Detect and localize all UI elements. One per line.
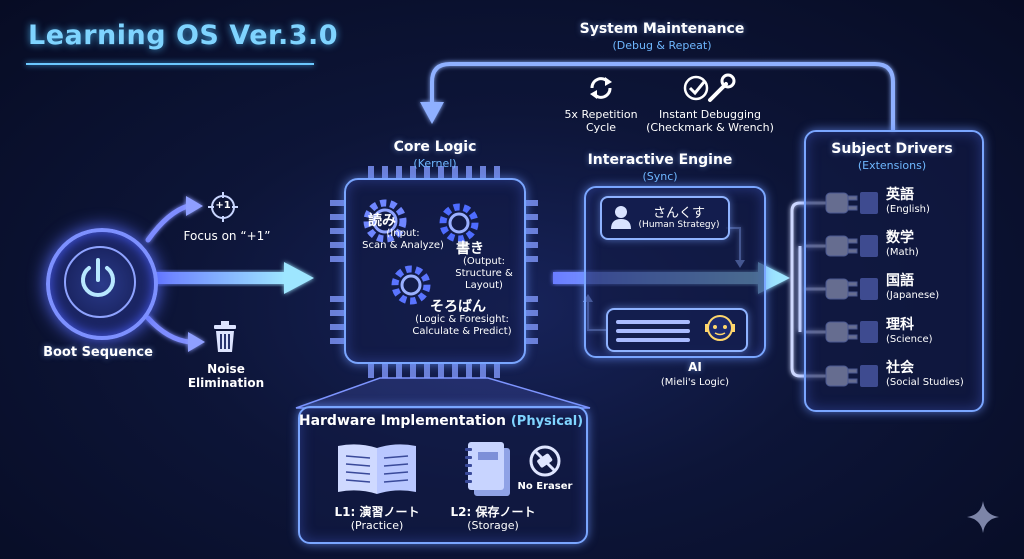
ai-bubble [606,308,748,352]
sparkle-watermark-icon [967,501,999,533]
checkmark-wrench-icon [683,73,736,102]
repetition-label: 5x Repetition Cycle [564,108,638,134]
driver-desc: (English) [886,204,930,215]
repeat-cycle-icon [590,77,612,99]
robot-icon [705,315,735,341]
l1-label: L1: 演習ノート [334,505,420,519]
debugging-label: Instant Debugging (Checkmark & Wrench) [646,108,774,134]
noise-elimination-label: Noise Elimination [187,362,265,390]
read-desc: (Input: Scan & Analyze) [362,228,444,251]
human-label: さんくす [652,206,705,221]
boot-to-core-arrow [156,272,286,284]
trash-icon [214,321,236,352]
drivers-title: Subject Drivers [831,141,953,157]
l1-desc: (Practice) [350,519,404,532]
driver-label: 国語 [886,273,914,289]
chip-to-hardware-beam [295,377,591,409]
plus-one-text: +1 [215,200,231,211]
subject-drivers-panel [804,130,984,412]
engine-title: Interactive Engine [587,152,733,168]
hardware-title-row: Hardware Implementation (Physical) [298,413,584,429]
focus-arrow [145,203,191,243]
l2-label: L2: 保存ノート [450,505,536,519]
gear-icon [391,265,431,305]
driver-japanese: 国語 (Japanese) [886,270,939,302]
power-icon [81,258,115,297]
driver-label: 英語 [886,187,914,203]
core-logic-chip: 読み (Input: Scan & Analyze) 書き (Output: S… [344,178,526,364]
no-eraser-label: No Eraser [517,481,573,492]
driver-desc: (Math) [886,247,919,258]
title-underline [26,63,314,65]
driver-math: 数学 (Math) [886,227,919,259]
person-icon [611,206,631,229]
open-book-icon [338,444,416,494]
write-desc: (Output: Structure & Layout) [455,256,513,291]
core-logic-title: Core Logic [393,139,477,155]
gear-icon [363,199,407,243]
maintenance-subtitle: (Debug & Repeat) [612,39,712,52]
driver-science: 理科 (Science) [886,314,933,346]
boot-power-button [46,228,158,340]
maintenance-title: System Maintenance [579,21,745,37]
driver-english: 英語 (English) [886,184,930,216]
hardware-title-tag: (Physical) [510,414,584,429]
driver-desc: (Japanese) [886,290,940,301]
driver-desc: (Science) [886,334,933,345]
human-strategy-bubble: さんくす (Human Strategy) [600,196,730,240]
write-label: 書き [456,241,484,257]
driver-label: 社会 [886,360,914,376]
noise-arrow [145,315,193,345]
boot-sequence-label: Boot Sequence [43,345,153,360]
no-eraser-icon [529,445,561,477]
driver-label: 理科 [886,317,914,333]
focus-label: Focus on “+1” [183,229,271,243]
gear-icon [439,203,479,243]
ai-label: AI [688,360,702,374]
read-label: 読み [368,213,396,229]
human-desc: (Human Strategy) [638,220,720,230]
soroban-desc: (Logic & Foresight: Calculate & Predict) [412,314,512,337]
maintenance-loop-line [430,62,895,132]
driver-desc: (Social Studies) [886,377,964,388]
driver-social-studies: 社会 (Social Studies) [886,357,964,389]
hardware-title: Hardware Implementation [298,413,506,429]
core-logic-subtitle: (Kernel) [413,157,457,170]
maintenance-loop-arrowhead [420,102,444,124]
engine-subtitle: (Sync) [642,170,678,183]
drivers-subtitle: (Extensions) [857,159,927,172]
l2-desc: (Storage) [467,519,519,532]
target-icon: +1 [208,192,238,222]
page-title: Learning OS Ver.3.0 [28,20,339,51]
soroban-label: そろばん [430,299,486,315]
notebook-icon [465,442,510,496]
ai-desc: (Mieli's Logic) [660,377,730,388]
driver-label: 数学 [886,230,914,246]
